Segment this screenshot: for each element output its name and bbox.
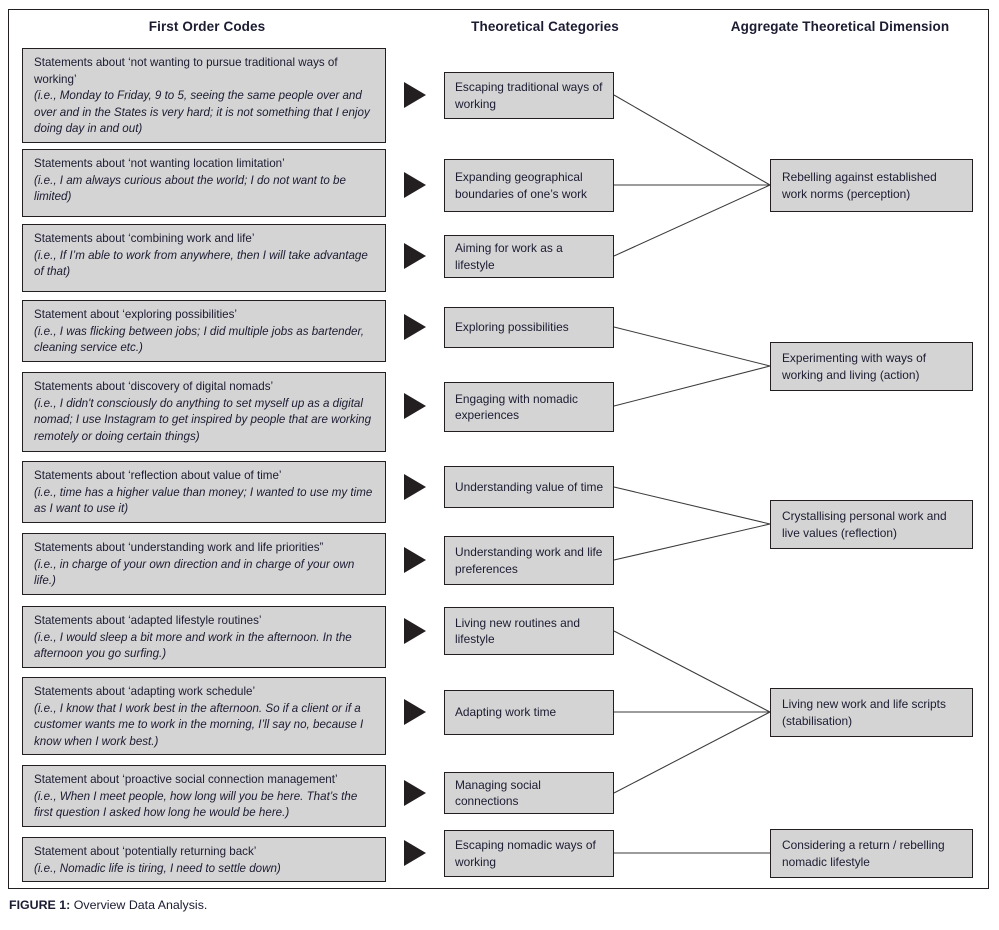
category-label: Living new routines and lifestyle [455, 615, 580, 646]
aggregate-dimension-box: Experimenting with ways of working and l… [770, 342, 973, 391]
code-statement: Statements about ‘not wanting location l… [34, 157, 285, 170]
triangle-right-arrow-icon [404, 699, 426, 725]
column-header-first-order-codes: First Order Codes [148, 19, 266, 34]
theoretical-category-box: Living new routines and lifestyle [444, 607, 614, 655]
theoretical-category-box: Understanding value of time [444, 466, 614, 508]
first-order-code-box: Statements about ‘not wanting to pursue … [22, 48, 386, 143]
code-statement: Statements about ‘reflection about value… [34, 469, 282, 482]
aggregate-label: Experimenting with ways of working and l… [782, 351, 927, 382]
triangle-right-arrow-icon [404, 780, 426, 806]
code-statement: Statement about ‘potentially returning b… [34, 845, 257, 858]
first-order-code-box: Statements about ‘not wanting location l… [22, 149, 386, 217]
triangle-right-arrow-icon [404, 172, 426, 198]
triangle-right-arrow-icon [404, 314, 426, 340]
code-quote: (i.e., Nomadic life is tiring, I need to… [34, 861, 281, 875]
theoretical-category-box: Exploring possibilities [444, 307, 614, 348]
first-order-code-box: Statement about ‘proactive social connec… [22, 765, 386, 827]
aggregate-label: Considering a return / rebelling nomadic… [782, 838, 945, 869]
category-label: Engaging with nomadic experiences [455, 391, 578, 422]
first-order-code-box: Statement about ‘exploring possibilities… [22, 300, 386, 362]
theoretical-category-box: Escaping nomadic ways of working [444, 830, 614, 877]
aggregate-label: Crystallising personal work and live val… [782, 509, 947, 540]
code-quote: (i.e., time has a higher value than mone… [34, 485, 373, 516]
code-statement: Statements about ‘combining work and lif… [34, 232, 255, 245]
figure-caption-text: Overview Data Analysis. [73, 898, 208, 912]
category-label: Exploring possibilities [455, 320, 569, 335]
first-order-code-box: Statements about ‘reflection about value… [22, 461, 386, 523]
theoretical-category-box: Escaping traditional ways of working [444, 72, 614, 119]
aggregate-dimension-box: Rebelling against established work norms… [770, 159, 973, 212]
code-quote: (i.e., If I’m able to work from anywhere… [34, 248, 368, 279]
code-quote: (i.e., Monday to Friday, 9 to 5, seeing … [34, 89, 370, 136]
code-statement: Statement about ‘exploring possibilities… [34, 308, 238, 321]
triangle-right-arrow-icon [404, 547, 426, 573]
code-quote: (i.e., I know that I work best in the af… [34, 701, 364, 748]
triangle-right-arrow-icon [404, 840, 426, 866]
code-quote: (i.e., I didn't consciously do anything … [34, 396, 372, 443]
category-label: Aiming for work as a lifestyle [455, 241, 563, 272]
aggregate-label: Living new work and life scripts (stabil… [782, 697, 946, 728]
code-statement: Statements about ‘understanding work and… [34, 541, 324, 554]
theoretical-category-box: Expanding geographical boundaries of one… [444, 159, 614, 212]
code-statement: Statement about ‘proactive social connec… [34, 773, 338, 786]
theoretical-category-box: Adapting work time [444, 690, 614, 735]
category-label: Understanding value of time [455, 479, 604, 494]
column-header-aggregate-theoretical-dimension: Aggregate Theoretical Dimension [730, 19, 950, 34]
code-statement: Statements about ‘discovery of digital n… [34, 380, 274, 393]
column-header-theoretical-categories: Theoretical Categories [471, 19, 619, 34]
aggregate-dimension-box: Considering a return / rebelling nomadic… [770, 829, 973, 878]
code-quote: (i.e., in charge of your own direction a… [34, 557, 355, 588]
aggregate-dimension-box: Crystallising personal work and live val… [770, 500, 973, 549]
code-quote: (i.e., When I meet people, how long will… [34, 789, 358, 820]
triangle-right-arrow-icon [404, 243, 426, 269]
category-label: Escaping traditional ways of working [455, 80, 603, 111]
aggregate-label: Rebelling against established work norms… [782, 170, 937, 201]
triangle-right-arrow-icon [404, 82, 426, 108]
theoretical-category-box: Managing social connections [444, 772, 614, 814]
first-order-code-box: Statements about ‘combining work and lif… [22, 224, 386, 292]
first-order-code-box: Statement about ‘potentially returning b… [22, 837, 386, 882]
aggregate-dimension-box: Living new work and life scripts (stabil… [770, 688, 973, 737]
triangle-right-arrow-icon [404, 474, 426, 500]
first-order-code-box: Statements about ‘adapted lifestyle rout… [22, 606, 386, 668]
category-label: Understanding work and life preferences [455, 545, 603, 576]
figure-caption-label: FIGURE 1: [9, 898, 71, 912]
triangle-right-arrow-icon [404, 393, 426, 419]
category-label: Managing social connections [455, 777, 541, 808]
first-order-code-box: Statements about ‘adapting work schedule… [22, 677, 386, 755]
first-order-code-box: Statements about ‘understanding work and… [22, 533, 386, 595]
triangle-right-arrow-icon [404, 618, 426, 644]
code-statement: Statements about ‘adapted lifestyle rout… [34, 614, 262, 627]
figure-caption: FIGURE 1: Overview Data Analysis. [9, 898, 207, 912]
code-statement: Statements about ‘not wanting to pursue … [34, 56, 338, 86]
code-statement: Statements about ‘adapting work schedule… [34, 685, 256, 698]
first-order-code-box: Statements about ‘discovery of digital n… [22, 372, 386, 452]
category-label: Adapting work time [455, 705, 557, 720]
code-quote: (i.e., I am always curious about the wor… [34, 173, 346, 204]
category-label: Escaping nomadic ways of working [455, 838, 596, 869]
code-quote: (i.e., I would sleep a bit more and work… [34, 630, 352, 661]
theoretical-category-box: Understanding work and life preferences [444, 536, 614, 585]
theoretical-category-box: Aiming for work as a lifestyle [444, 235, 614, 278]
theoretical-category-box: Engaging with nomadic experiences [444, 382, 614, 432]
code-quote: (i.e., I was flicking between jobs; I di… [34, 324, 364, 355]
category-label: Expanding geographical boundaries of one… [455, 170, 587, 201]
